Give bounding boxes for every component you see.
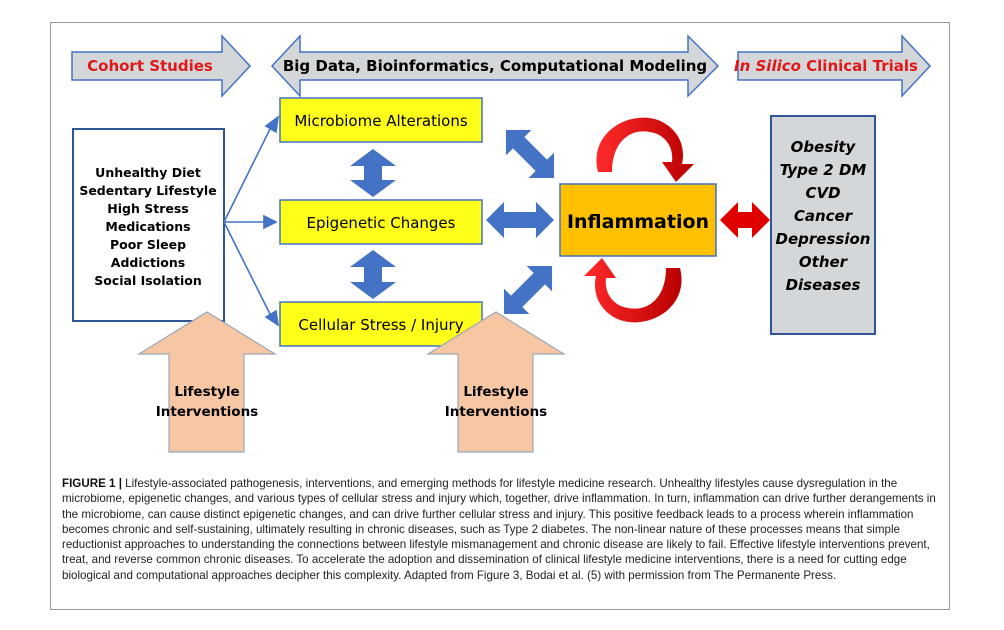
cellular-stress-box: Cellular Stress / Injury xyxy=(279,301,483,347)
risk-factor-item: Unhealthy Diet xyxy=(95,165,201,180)
in-silico-label: In Silico Clinical Trials xyxy=(734,57,918,75)
disease-item: Depression xyxy=(776,230,871,248)
double-arrow-epigenetic-inflammation xyxy=(486,202,554,238)
big-data-arrow: Big Data, Bioinformatics, Computational … xyxy=(270,34,720,98)
cohort-studies-label: Cohort Studies xyxy=(87,57,213,75)
disease-item: Obesity xyxy=(791,138,857,156)
feedback-arrow-top xyxy=(596,117,694,182)
risk-factor-item: Poor Sleep xyxy=(110,237,186,252)
big-data-label: Big Data, Bioinformatics, Computational … xyxy=(283,57,707,75)
in-silico-italic: In Silico xyxy=(734,57,801,75)
in-silico-rest: Clinical Trials xyxy=(801,57,918,75)
cellular-stress-label: Cellular Stress / Injury xyxy=(298,316,463,334)
lifestyle-intervention-right: Lifestyle Interventions xyxy=(425,311,567,453)
in-silico-arrow: In Silico Clinical Trials xyxy=(734,34,932,98)
feedback-arrow-bottom xyxy=(584,258,682,323)
risk-factor-item: Social Isolation xyxy=(94,273,202,288)
caption-text: Lifestyle-associated pathogenesis, inter… xyxy=(62,477,936,582)
vertical-double-arrow-lower xyxy=(350,250,396,299)
caption-label: FIGURE 1 | xyxy=(62,477,122,490)
microbiome-label: Microbiome Alterations xyxy=(294,112,467,130)
risk-factor-item: Sedentary Lifestyle xyxy=(79,183,216,198)
intervention-left-line1: Lifestyle xyxy=(174,384,239,400)
inflammation-box: Inflammation xyxy=(559,183,717,257)
lifestyle-intervention-left: Lifestyle Interventions xyxy=(136,311,278,453)
figure-caption: FIGURE 1 | Lifestyle-associated pathogen… xyxy=(62,476,940,583)
cohort-studies-arrow: Cohort Studies xyxy=(71,34,252,98)
disease-item: Other xyxy=(799,253,849,271)
epigenetic-box: Epigenetic Changes xyxy=(279,199,483,245)
diseases-box: Obesity Type 2 DM CVD Cancer Depression … xyxy=(770,115,876,335)
red-double-arrow-diseases xyxy=(720,202,770,238)
disease-item: Type 2 DM xyxy=(780,161,867,179)
epigenetic-label: Epigenetic Changes xyxy=(307,214,456,232)
risk-connectors xyxy=(223,115,280,327)
disease-item: Diseases xyxy=(786,276,861,294)
lifestyle-pathogenesis-diagram: Cohort Studies Big Data, Bioinformatics,… xyxy=(71,34,932,453)
inflammation-label: Inflammation xyxy=(567,211,709,233)
intervention-right-line1: Lifestyle xyxy=(463,384,528,400)
microbiome-box: Microbiome Alterations xyxy=(279,97,483,143)
intervention-right-line2: Interventions xyxy=(445,404,547,420)
risk-factor-item: Medications xyxy=(105,219,190,234)
vertical-double-arrow-upper xyxy=(350,149,396,197)
figure-frame xyxy=(50,22,950,610)
risk-factor-item: High Stress xyxy=(107,201,188,216)
disease-item: CVD xyxy=(805,184,840,202)
intervention-left-line2: Interventions xyxy=(156,404,258,420)
double-arrow-cellular-inflammation xyxy=(503,265,553,315)
double-arrow-microbiome-inflammation xyxy=(505,129,555,179)
risk-factors-box: Unhealthy Diet Sedentary Lifestyle High … xyxy=(72,128,225,322)
disease-item: Cancer xyxy=(794,207,854,225)
risk-factor-item: Addictions xyxy=(111,255,185,270)
